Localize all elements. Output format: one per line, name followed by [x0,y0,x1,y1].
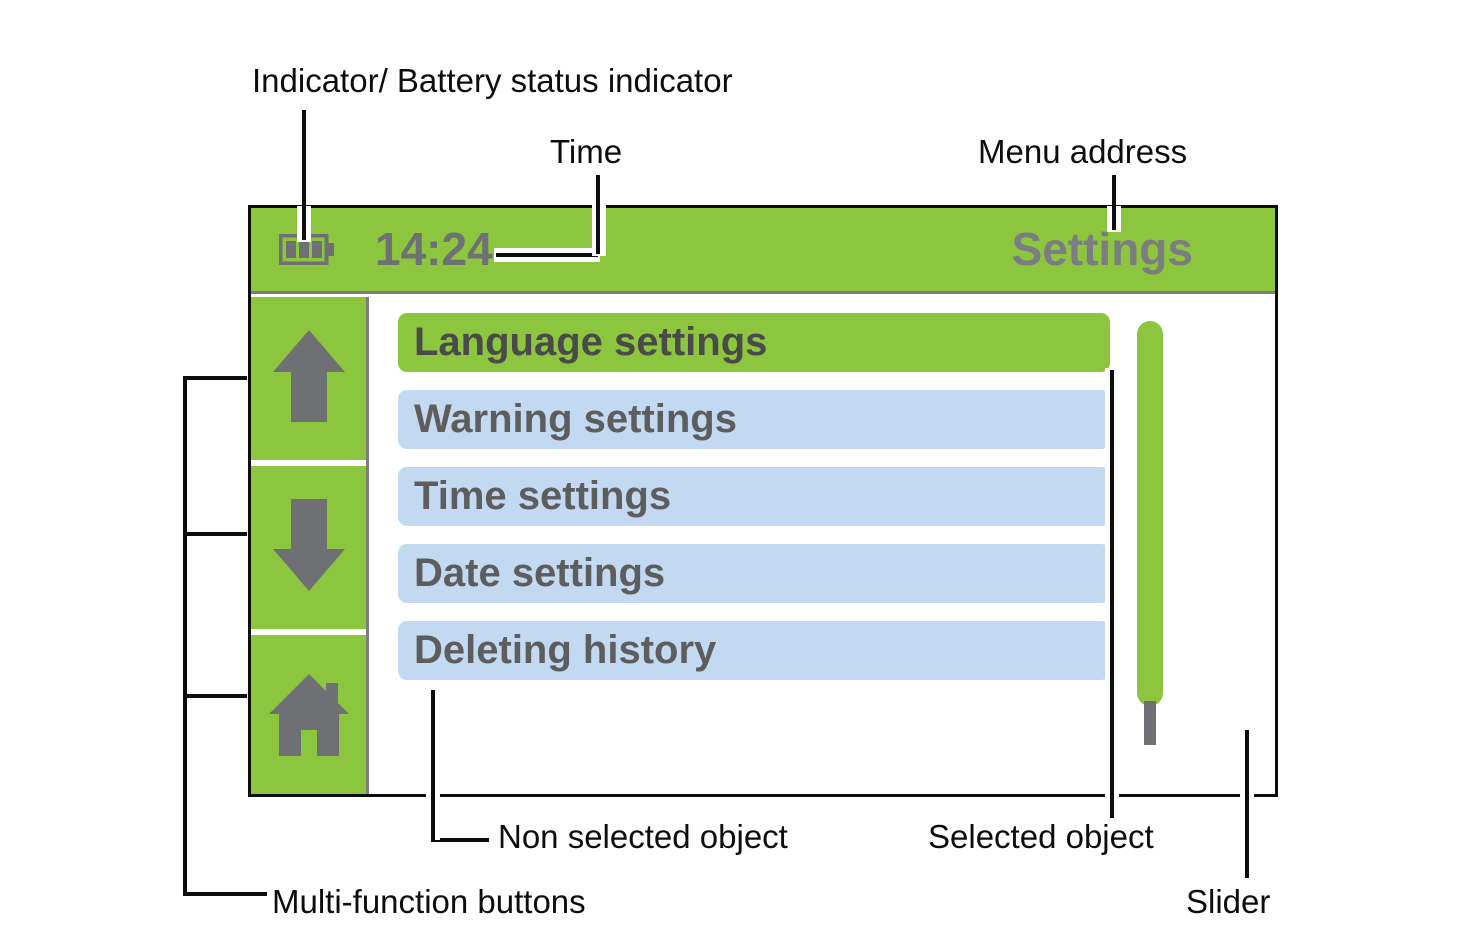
annotation-multi-function-buttons-label: Multi-function buttons [272,883,586,920]
leader-bracket-tick-home [183,694,247,698]
leader-line-non-selected [431,690,435,840]
annotation-indicator-label: Indicator/ Battery status indicator [252,62,733,99]
menu-item-label: Language settings [414,320,768,364]
menu-item-time-settings[interactable]: Time settings [398,467,1110,526]
annotation-slider-label: Slider [1186,883,1271,920]
menu-address-title: Settings [1011,223,1193,275]
button-divider [251,460,366,466]
leader-line-time-horizontal [496,253,598,257]
annotation-menu-address-label: Menu address [978,133,1188,170]
leader-bracket-multifunction-bottom [183,892,267,896]
menu-item-label: Warning settings [414,397,737,441]
slider-tail [1144,701,1156,745]
leader-line-slider [1245,730,1249,878]
leader-line-indicator-over [302,110,306,240]
status-bar-time: 14:24 [375,223,493,275]
menu-item-deleting-history[interactable]: Deleting history [398,621,1110,680]
device-screen: 14:24 Settings [248,205,1278,797]
leader-line-non-selected-bottom [431,838,489,842]
scroll-up-button[interactable] [251,297,366,460]
annotation-selected-object-label: Selected object [928,818,1154,855]
scroll-down-button[interactable] [251,466,366,629]
menu-item-label: Deleting history [414,628,717,672]
annotation-time-label: Time [550,133,623,170]
leader-bracket-multifunction-vertical [183,376,187,896]
multi-function-button-column [251,297,369,794]
menu-item-warning-settings[interactable]: Warning settings [398,390,1110,449]
status-bar: 14:24 Settings [251,208,1275,294]
home-button[interactable] [251,635,366,794]
leader-line-time-corner [596,176,600,254]
menu-item-label: Date settings [414,551,666,595]
leader-bracket-tick-down [183,532,247,536]
slider-thumb[interactable] [1137,321,1163,706]
arrow-down-icon [272,497,346,598]
menu-item-date-settings[interactable]: Date settings [398,544,1110,603]
annotation-non-selected-object-label: Non selected object [498,818,788,855]
leader-line-selected [1110,370,1114,818]
leader-line-menu-address-over [1112,176,1116,230]
arrow-up-icon [272,328,346,429]
menu-item-language-settings[interactable]: Language settings [398,313,1110,372]
menu-list-panel: Language settings Warning settings Time … [372,297,1275,794]
menu-item-label: Time settings [414,474,672,518]
button-divider [251,629,366,635]
leader-bracket-tick-up [183,376,247,380]
home-icon [268,672,350,763]
